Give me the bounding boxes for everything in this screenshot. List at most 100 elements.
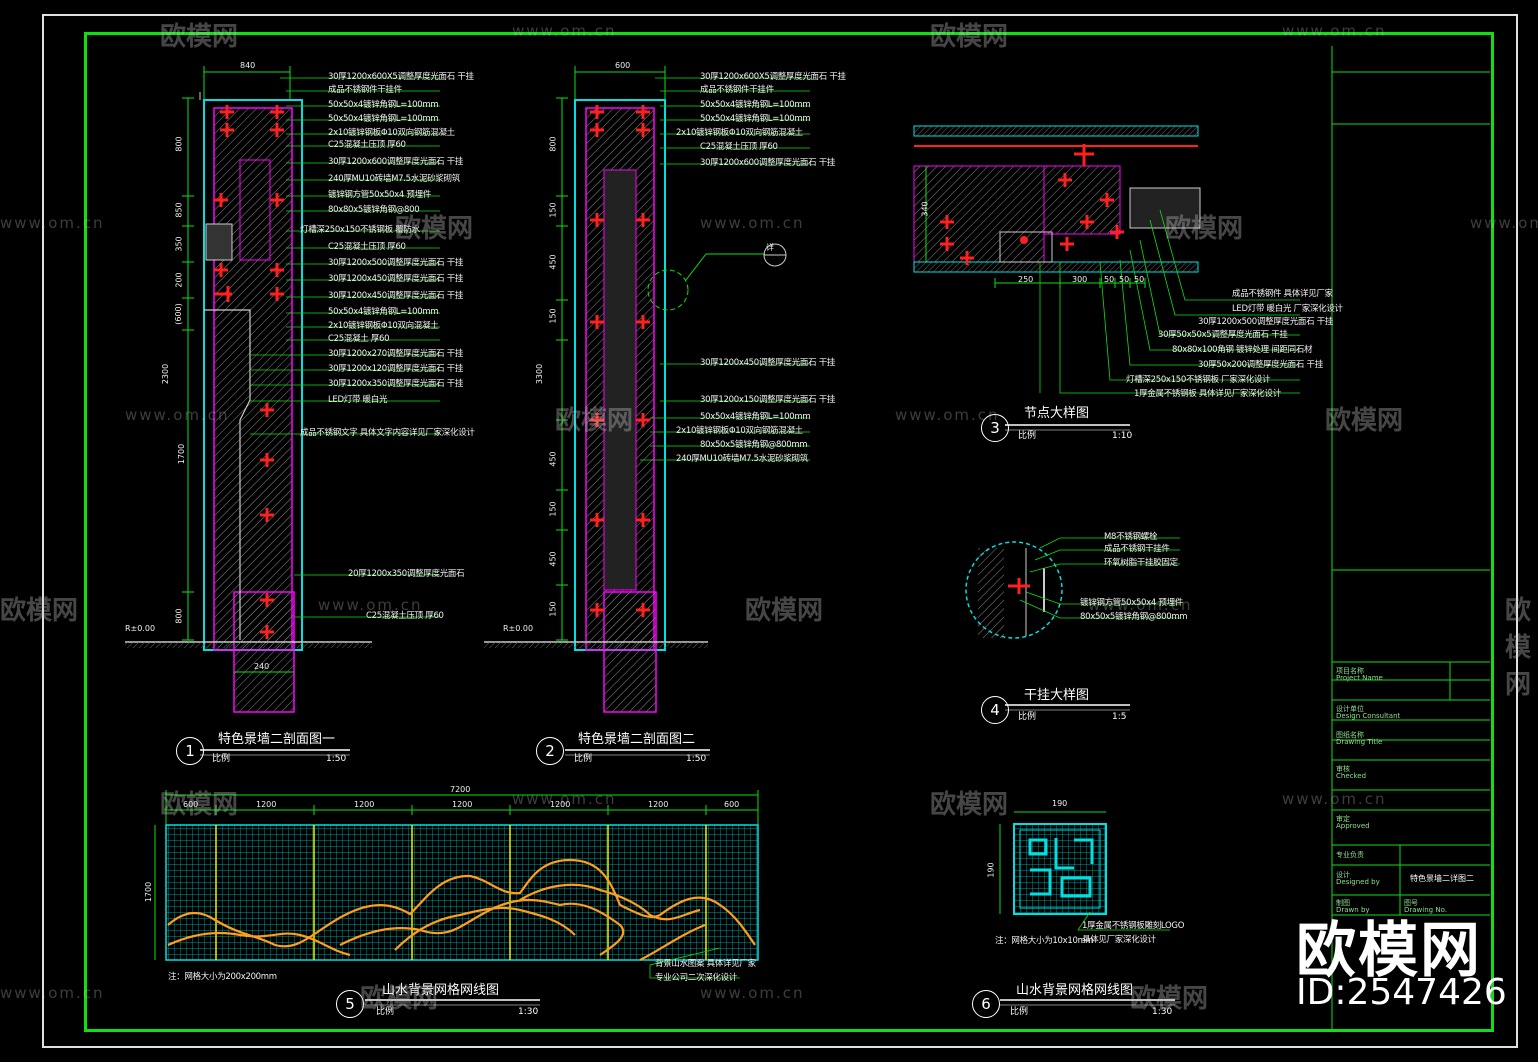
s1-annotation: LED灯带 暖白光 [328, 395, 388, 405]
section-1-drawing [125, 66, 440, 713]
s4-title: 干挂大样图 [1024, 688, 1090, 703]
s5-leader-note: 背景山水图案 具体详见厂家 [655, 959, 756, 969]
s2-side-dim: 150 [548, 601, 558, 617]
watermark-url: www.om.cn [895, 406, 1000, 424]
s1-side-dim: 350 [174, 236, 184, 252]
s2-annotation: 30厚1200x450调整厚度光面石 干挂 [700, 358, 836, 368]
watermark-url: www.om.cn [318, 596, 423, 614]
s1-ground-level: R±0.00 [125, 624, 156, 633]
s5-segment-dim: 1200 [550, 800, 571, 809]
s1-side-dim: 850 [174, 202, 184, 218]
s3-annotation: 成品不锈钢件 具体详见厂家 [1232, 289, 1333, 299]
s1-annotation: C25混凝土 厚60 [328, 334, 390, 344]
title-block [1331, 46, 1490, 1030]
s1-annotation: 镀锌钢方管50x50x4 预埋件 [328, 190, 432, 200]
s6-logo-note: 1厚金属不锈钢板雕刻LOGO [1082, 921, 1185, 931]
s6-title: 山水背景网格网线图 [1016, 983, 1134, 998]
s1-annotation: 30厚1200x450调整厚度光面石 干挂 [328, 291, 464, 301]
watermark-logo: 欧模网 [930, 790, 1009, 820]
section-2-drawing [484, 66, 810, 713]
watermark-url: www.om.cn [1470, 214, 1538, 232]
s1-side-dim: 800 [174, 608, 184, 624]
watermark-url: www.om.cn [700, 984, 805, 1002]
s5-scale-label: 比例 [376, 1007, 395, 1017]
s1-annotation: 成品不锈钢件干挂件 [328, 85, 402, 95]
s5-number-bubble: 5 [336, 990, 364, 1018]
s1-side-dim: 800 [174, 136, 184, 152]
tb-row: Drawing No. [1404, 906, 1447, 914]
watermark-logo: 欧模网 [0, 596, 79, 626]
s2-scale-label: 比例 [574, 754, 593, 764]
s2-annotation: 80x50x5镀锌角钢@800mm [700, 440, 808, 450]
watermark-url: www.om.cn [1088, 596, 1193, 614]
s1-annotation: 50x50x4镀锌角钢L=100mm [328, 307, 439, 317]
s4-annotation: M8不锈钢螺栓 [1104, 532, 1158, 542]
s5-grid-note: 注：网格大小为200x200mm [168, 972, 277, 982]
s3-annotation: 30厚50x200调整厚度光面石 干挂 [1198, 360, 1323, 370]
s2-annotation: 50x50x4镀锌角钢L=100mm [700, 412, 811, 422]
watermark-url: www.om.cn [700, 214, 805, 232]
section-5-drawing [154, 790, 759, 979]
s4-scale-label: 比例 [1018, 712, 1037, 722]
s5-segment-dim: 600 [183, 800, 199, 809]
brand-id: ID:2547426 [1296, 972, 1507, 1013]
s1-number-bubble: 1 [176, 737, 204, 765]
brand-logo-text: 欧模网 [1296, 916, 1482, 986]
section-4-drawing [965, 537, 1180, 639]
s5-segment-dim: 1200 [256, 800, 277, 809]
section-6-drawing [999, 811, 1170, 931]
watermark-logo: 欧模网 [930, 22, 1009, 52]
s3-bottom-dim: 50 [1104, 275, 1115, 284]
s2-annotation: 240厚MU10砖墙M7.5水泥砂浆砌筑 [676, 454, 808, 464]
watermark-logo: 欧模网 [395, 214, 474, 244]
watermark-url: www.om.cn [1282, 22, 1387, 40]
tb-row: 审定 [1336, 815, 1350, 823]
s3-bottom-dim: 50 [1134, 275, 1145, 284]
s2-annotation: C25混凝土压顶 厚60 [700, 142, 778, 152]
s3-annotation: 1厚金属不锈钢板 具体详见厂家深化设计 [1134, 389, 1281, 399]
s2-side-dim: 800 [548, 136, 558, 152]
s1-annotation: 30厚1200x350调整厚度光面石 干挂 [328, 379, 464, 389]
s2-annotation: 2x10镀锌钢板Φ10双向钢筋混凝土 [676, 128, 803, 138]
s5-segment-dim: 1200 [452, 800, 473, 809]
watermark-logo: 欧模网 [555, 406, 634, 436]
s1-side-dim: 200 [174, 272, 184, 288]
s1-annotation: 50x50x4镀锌角钢L=100mm [328, 114, 439, 124]
drawing-frame-border [84, 32, 1494, 1032]
tb-row: Project Name [1336, 674, 1383, 682]
s3-annotation: LED灯带 暖白光 厂家深化设计 [1232, 304, 1343, 314]
s1-side-dim: (600) [173, 303, 183, 325]
s2-side-dim: 150 [548, 308, 558, 324]
s6-logo-note: 具体见厂家深化设计 [1082, 935, 1156, 945]
s2-number-bubble: 2 [536, 737, 564, 765]
watermark-logo: 欧模网 [1325, 406, 1404, 436]
s3-annotation: 灯槽深250x150不锈钢板 厂家深化设计 [1126, 375, 1271, 385]
s2-side-dim: 3300 [535, 363, 545, 385]
s1-scale: 1:50 [326, 754, 347, 764]
s3-annotation: 30厚1200x500调整厚度光面石 干挂 [1198, 317, 1334, 327]
s2-annotation: 30厚1200x600X5调整厚度光面石 干挂 [700, 72, 846, 82]
s2-side-dim: 150 [548, 202, 558, 218]
s6-top-dim: 190 [1052, 799, 1068, 808]
s3-bottom-dim: 50 [1119, 275, 1130, 284]
s2-annotation: 30厚1200x150调整厚度光面石 干挂 [700, 395, 836, 405]
s6-number-bubble: 6 [972, 990, 1000, 1018]
watermark-logo: 欧模网 [360, 984, 439, 1014]
s5-leader-note: 专业公司二次深化设计 [655, 973, 738, 983]
tb-row: 设计 [1336, 871, 1350, 879]
tb-row: 图纸名称 [1336, 731, 1364, 739]
s4-annotation: 80x50x5镀锌角钢@800mm [1080, 612, 1188, 622]
s2-detail-bubble: 详 [766, 243, 774, 252]
tb-row: Drawing Title [1336, 738, 1383, 746]
s5-scale: 1:30 [518, 1007, 539, 1017]
s3-annotation: 80x80x100角钢 镀锌处理 间距同石材 [1172, 345, 1313, 355]
s2-annotation: 2x10镀锌钢板Φ10双向钢筋混凝土 [676, 426, 803, 436]
s5-segment-dim: 600 [724, 800, 740, 809]
s2-annotation: 50x50x4镀锌角钢L=100mm [700, 114, 811, 124]
s6-scale: 1:30 [1152, 1007, 1173, 1017]
s4-annotation: 成品不锈钢干挂件 [1104, 544, 1170, 554]
s1-annotation: 2x10镀锌钢板Φ10双向混凝土 [328, 321, 439, 331]
watermark-url: www.om.cn [1282, 790, 1387, 808]
s1-annotation: C25混凝土压顶 厚60 [328, 140, 406, 150]
watermark-logo: 欧模网 [1505, 596, 1532, 700]
